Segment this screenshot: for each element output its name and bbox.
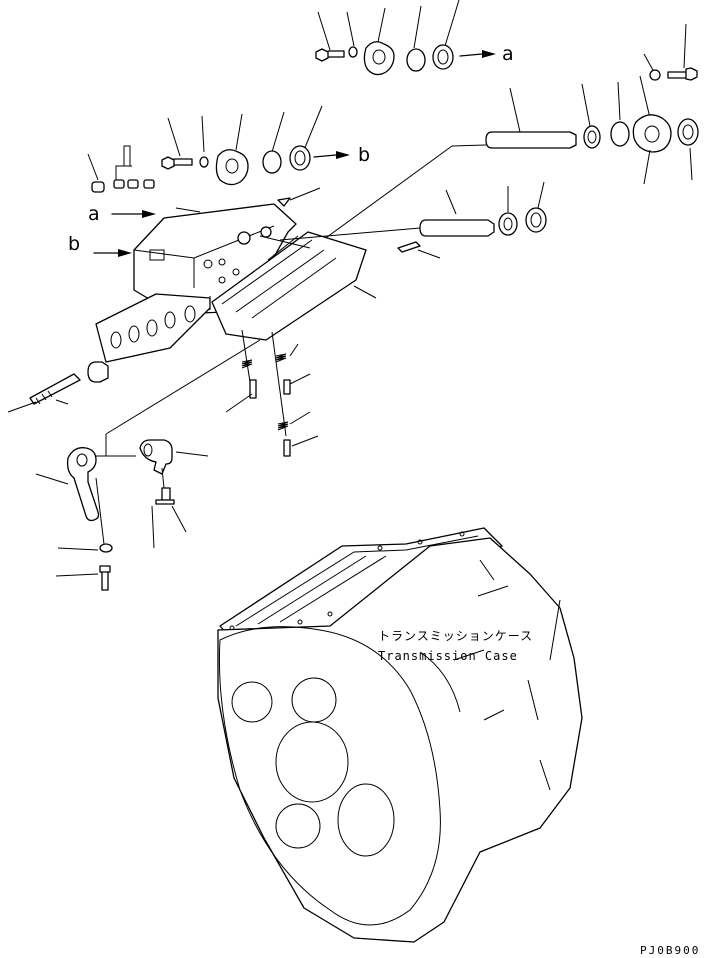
washer — [199, 156, 209, 168]
bolt — [315, 48, 345, 62]
part-group-right — [632, 23, 699, 185]
shaft — [485, 131, 577, 149]
callout-b-top: b — [358, 144, 370, 166]
bolt — [161, 156, 193, 170]
part-group-a: a — [315, 0, 514, 76]
case-label-jp: トランスミッションケース — [378, 629, 533, 643]
o-ring — [406, 48, 426, 72]
seal — [432, 44, 454, 70]
left-shaft-group — [7, 339, 261, 457]
case-label-en: Transmission Case — [378, 649, 518, 663]
seal — [289, 145, 311, 171]
callout-a-top: a — [502, 43, 514, 65]
washer — [649, 69, 661, 81]
callout-a-body: a — [88, 203, 100, 225]
part-group-b: b — [87, 105, 370, 193]
seal — [677, 118, 699, 146]
lever-group — [35, 439, 209, 591]
valve-body: a b — [68, 187, 377, 363]
o-ring — [610, 121, 630, 147]
cover-plate — [363, 41, 395, 76]
bolt — [667, 67, 698, 81]
lever-hub — [139, 439, 173, 475]
o-ring — [262, 150, 282, 174]
washer — [348, 46, 358, 58]
shaft — [419, 219, 495, 237]
transmission-case — [217, 527, 583, 943]
bolt — [99, 565, 111, 591]
middle-shaft-group — [279, 181, 547, 259]
lever — [66, 447, 100, 522]
cover-plate — [215, 149, 249, 186]
cover-plate — [632, 114, 672, 153]
washer — [99, 543, 113, 553]
drawing-code: PJ0B900 — [640, 944, 700, 957]
springs-group — [225, 329, 319, 457]
callout-b-body: b — [68, 233, 80, 255]
